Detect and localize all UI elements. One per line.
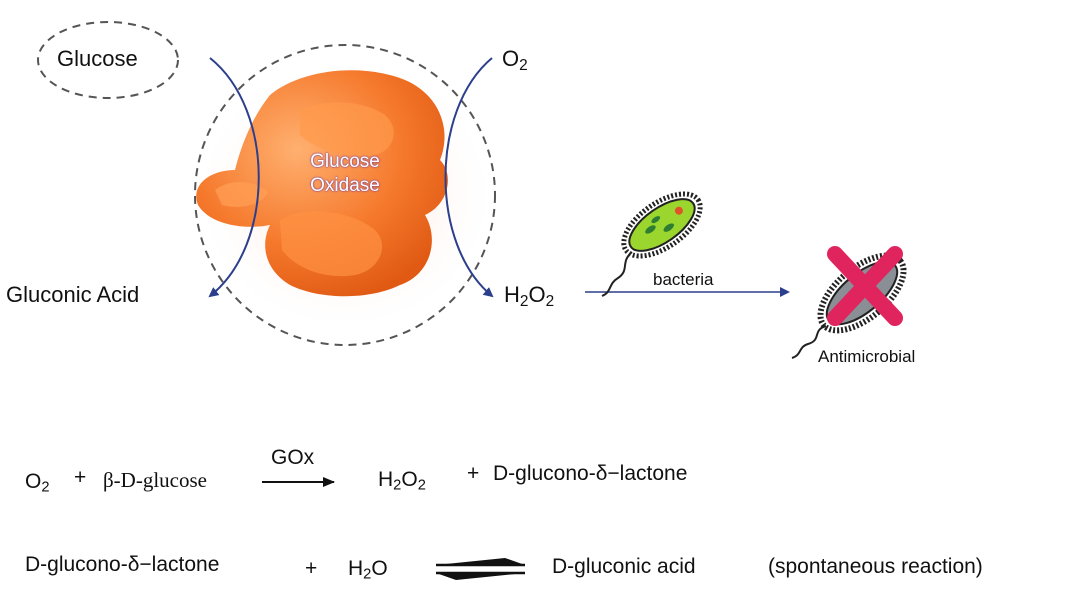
- dead-bacterium-flagellum: [791, 325, 827, 359]
- equilibrium-arrow: [436, 558, 525, 580]
- enzyme-boundary: [194, 44, 496, 346]
- oxygen-base: O: [502, 46, 520, 71]
- enzyme-structure: [196, 70, 448, 297]
- h2o2-sub1: 2: [519, 292, 529, 310]
- eq2-note: (spontaneous reaction): [768, 555, 983, 578]
- eq1-reactant1: O2: [25, 470, 50, 496]
- bacterium-flagellum: [601, 251, 633, 297]
- eq2-reactant2: H2O: [348, 557, 388, 583]
- enzyme-label: Glucose Oxidase: [290, 150, 400, 198]
- glucose-ellipse: [37, 21, 179, 99]
- oxygen-label: O2: [502, 46, 528, 75]
- eq1-plus1: +: [74, 466, 87, 489]
- eq1-product1: H2O2: [378, 468, 426, 494]
- bacteria-arrow-label: bacteria: [653, 270, 714, 289]
- eq1-reactant2: β-D-glucose: [103, 468, 207, 492]
- enzyme-label-line1: Glucose: [310, 151, 380, 172]
- h2o2-sub2: 2: [545, 292, 555, 310]
- eq1-catalyst: GOx: [271, 446, 315, 469]
- glucose-label: Glucose: [57, 46, 138, 71]
- eq2-product: D-gluconic acid: [552, 555, 696, 578]
- eq2-plus: +: [305, 557, 318, 580]
- hydrogen-peroxide-label: H2O2: [504, 282, 554, 311]
- h2o2-h: H: [504, 282, 520, 307]
- eq1-product2: D-glucono-δ−lactone: [493, 462, 688, 485]
- eq1-plus2: +: [467, 462, 480, 485]
- oxygen-sub: 2: [519, 56, 528, 74]
- gluconic-acid-label: Gluconic Acid: [6, 282, 140, 307]
- eq2-reactant1: D-glucono-δ−lactone: [25, 553, 220, 576]
- bacterium-icon: [621, 191, 703, 259]
- h2o2-o: O: [528, 282, 546, 307]
- cross-icon: [827, 246, 903, 326]
- enzyme-label-line2: Oxidase: [310, 175, 380, 196]
- glucose-to-gluconic-arrow: [208, 57, 260, 298]
- o2-to-h2o2-arrow: [444, 57, 494, 298]
- antimicrobial-label: Antimicrobial: [818, 347, 916, 366]
